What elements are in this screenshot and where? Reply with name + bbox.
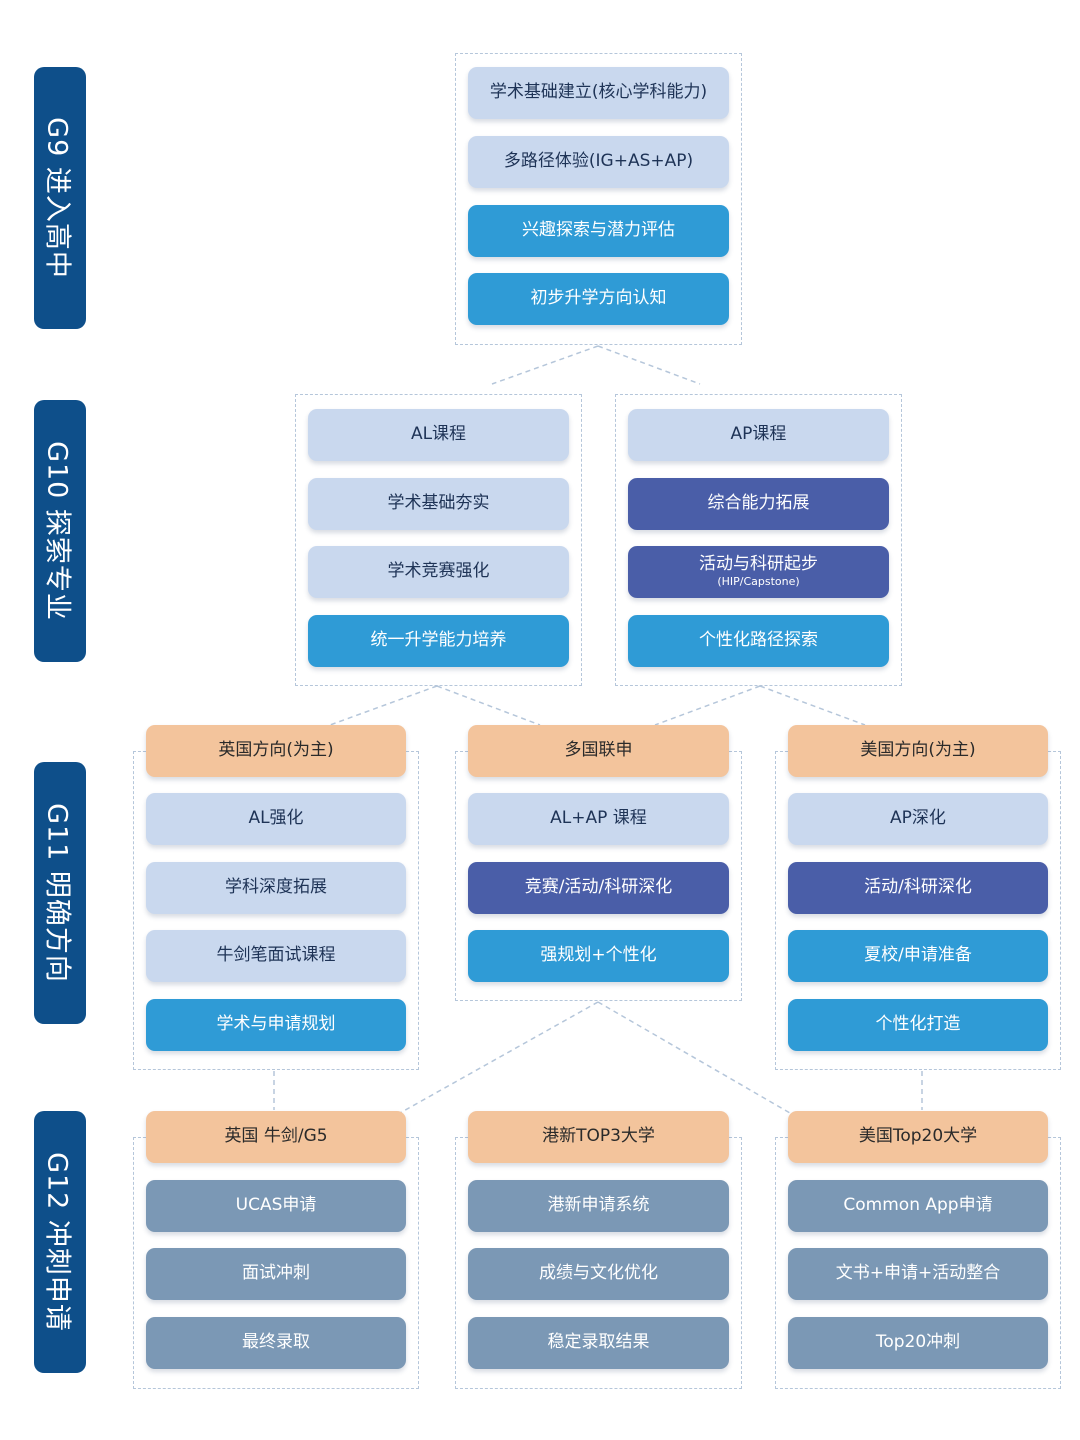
g10-ap-box-research: 活动与科研起步(HIP/Capstone) <box>628 546 889 598</box>
g12-uk-box-admission: 最终录取 <box>146 1317 406 1369</box>
g11-us-box-ap: AP深化 <box>788 793 1048 845</box>
connector-ap-us <box>759 685 866 726</box>
connector-ap-multi <box>654 685 761 726</box>
g11-uk-box-depth: 学科深度拓展 <box>146 862 406 914</box>
g10-ap-box-course: AP课程 <box>628 409 889 461</box>
g11-us-box-research: 活动/科研深化 <box>788 862 1048 914</box>
stage-label-g9: G9 进入高中 <box>34 67 86 329</box>
g11-uk-box-planning: 学术与申请规划 <box>146 999 406 1051</box>
g10-al-box-foundation: 学术基础夯实 <box>308 478 569 530</box>
g11-us-box-summer: 夏校/申请准备 <box>788 930 1048 982</box>
g12-hk-header: 港新TOP3大学 <box>468 1111 729 1163</box>
g11-multi-box-courses: AL+AP 课程 <box>468 793 729 845</box>
g12-uk-box-ucas: UCAS申请 <box>146 1180 406 1232</box>
g11-multi-box-competition: 竞赛/活动/科研深化 <box>468 862 729 914</box>
g12-us-box-commonapp: Common App申请 <box>788 1180 1048 1232</box>
connector-al-uk <box>329 685 438 726</box>
g9-box-academic-foundation: 学术基础建立(核心学科能力) <box>468 67 729 119</box>
stage-label-g12: G12 冲刺申请 <box>34 1111 86 1373</box>
g11-uk-box-interview: 牛剑笔面试课程 <box>146 930 406 982</box>
g9-box-direction-awareness: 初步升学方向认知 <box>468 273 729 325</box>
g10-ap-box-personalized: 个性化路径探索 <box>628 615 889 667</box>
g11-us-box-personalized: 个性化打造 <box>788 999 1048 1051</box>
stage-label-g11: G11 明确方向 <box>34 762 86 1024</box>
connector-g9-ap <box>597 345 701 385</box>
g12-hk-box-result: 稳定录取结果 <box>468 1317 729 1369</box>
g10-al-box-competition: 学术竞赛强化 <box>308 546 569 598</box>
g12-uk-box-interview: 面试冲刺 <box>146 1248 406 1300</box>
connector-multi-us <box>597 1001 791 1114</box>
g9-box-interest-exploration: 兴趣探索与潜力评估 <box>468 205 729 257</box>
g12-hk-box-system: 港新申请系统 <box>468 1180 729 1232</box>
g10-al-box-ability: 统一升学能力培养 <box>308 615 569 667</box>
g11-multi-box-planning: 强规划+个性化 <box>468 930 729 982</box>
g9-box-multi-path: 多路径体验(IG+AS+AP) <box>468 136 729 188</box>
g12-us-box-essays: 文书+申请+活动整合 <box>788 1248 1048 1300</box>
connector-multi-uk <box>399 1001 599 1114</box>
g12-us-box-sprint: Top20冲刺 <box>788 1317 1048 1369</box>
g12-hk-box-optimize: 成绩与文化优化 <box>468 1248 729 1300</box>
g11-uk-header: 英国方向(为主) <box>146 725 406 777</box>
g10-ap-box-comprehensive: 综合能力拓展 <box>628 478 889 530</box>
connector-al-multi <box>436 685 541 726</box>
g11-uk-box-al: AL强化 <box>146 793 406 845</box>
stage-label-g10: G10 探索专业 <box>34 400 86 662</box>
g12-uk-header: 英国 牛剑/G5 <box>146 1111 406 1163</box>
g12-us-header: 美国Top20大学 <box>788 1111 1048 1163</box>
g11-multi-header: 多国联申 <box>468 725 729 777</box>
connector-g9-al <box>491 345 599 385</box>
group-g10-ap <box>615 394 902 686</box>
g10-al-box-course: AL课程 <box>308 409 569 461</box>
group-g10-al <box>295 394 582 686</box>
group-g9 <box>455 53 742 345</box>
g11-us-header: 美国方向(为主) <box>788 725 1048 777</box>
